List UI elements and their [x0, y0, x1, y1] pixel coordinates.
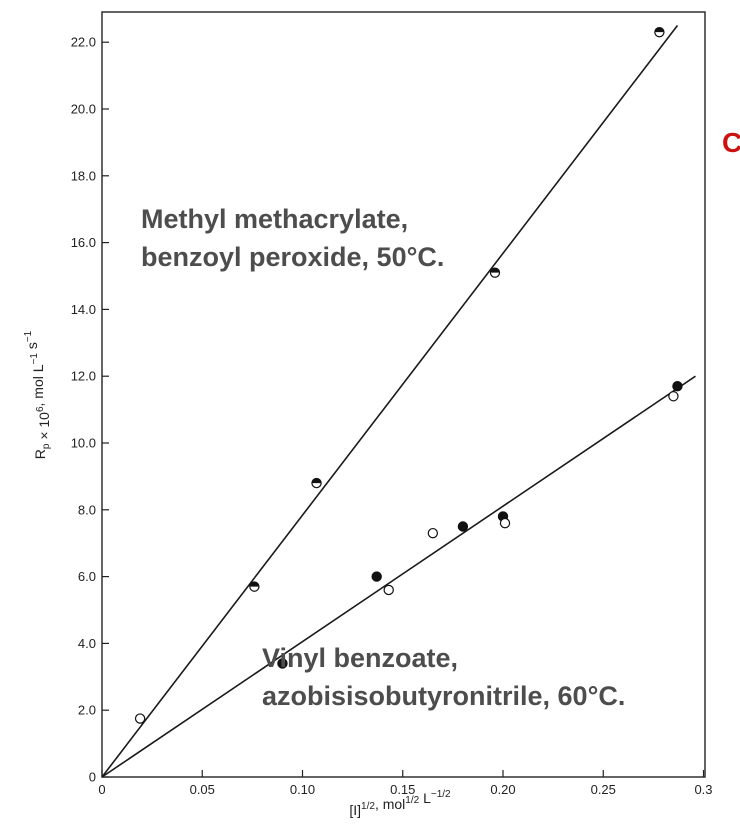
- data-point-filled: [457, 521, 469, 532]
- x-tick-label: 0: [98, 782, 105, 797]
- x-axis-ticks: 0 0.05 0.10 0.15 0.20 0.25 0.3: [98, 770, 713, 797]
- data-point-open: [668, 391, 679, 402]
- data-point-filled: [371, 571, 382, 582]
- x-tick-label: 0.15: [390, 782, 415, 797]
- data-point-filled: [672, 381, 683, 392]
- y-tick-label: 8.0: [78, 502, 96, 517]
- y-tick-label: 2.0: [78, 703, 96, 718]
- y-tick-label: 16.0: [71, 235, 96, 250]
- y-tick-label: 0: [89, 770, 96, 785]
- data-point-open: [427, 527, 439, 539]
- x-axis-title: [I]1/2, mol1/2 L−1/2: [349, 789, 451, 818]
- data-point-open: [383, 584, 394, 596]
- x-tick-label: 0.3: [694, 782, 712, 797]
- data-point-open: [499, 517, 511, 529]
- y-tick-label: 4.0: [78, 636, 96, 651]
- y-tick-label: 12.0: [71, 369, 96, 384]
- annotation-line: benzoyl peroxide, 50°C.: [141, 242, 444, 272]
- data-point-half: [654, 26, 665, 38]
- fit-lines: [101, 25, 696, 778]
- data-point-half: [311, 477, 322, 489]
- fit-line-series-2: [101, 375, 696, 778]
- x-tick-label: 0.10: [290, 782, 315, 797]
- y-tick-label: 10.0: [71, 436, 96, 451]
- data-point-half: [489, 267, 501, 278]
- data-point-open: [134, 713, 146, 724]
- x-tick-label: 0.05: [190, 782, 215, 797]
- annotations: Methyl methacrylate, benzoyl peroxide, 50…: [141, 204, 625, 711]
- fit-line-series-1: [101, 25, 679, 778]
- y-tick-label: 6.0: [78, 569, 96, 584]
- annotation-line: Methyl methacrylate,: [141, 204, 408, 234]
- annotation-line: azobisisobutyronitrile, 60°C.: [262, 681, 625, 711]
- y-axis-ticks: 0 2.0 4.0 6.0 8.0 10.0 12.0 14.0 16.0 18.0 20.0 22.…: [71, 35, 109, 785]
- y-tick-label: 18.0: [71, 168, 96, 183]
- data-markers: [134, 26, 683, 724]
- y-tick-label: 22.0: [71, 35, 96, 50]
- y-tick-label: 14.0: [71, 302, 96, 317]
- y-axis-title: Rp × 106, mol L−1 s−1: [23, 330, 52, 459]
- x-tick-label: 0.25: [591, 782, 616, 797]
- edge-letter: C: [722, 127, 740, 158]
- y-tick-label: 20.0: [71, 102, 96, 117]
- data-point-filled: [277, 658, 288, 669]
- plot-frame: [101, 11, 706, 778]
- data-point-half: [249, 581, 260, 592]
- annotation-line: Vinyl benzoate,: [262, 643, 458, 673]
- x-tick-label: 0.20: [490, 782, 515, 797]
